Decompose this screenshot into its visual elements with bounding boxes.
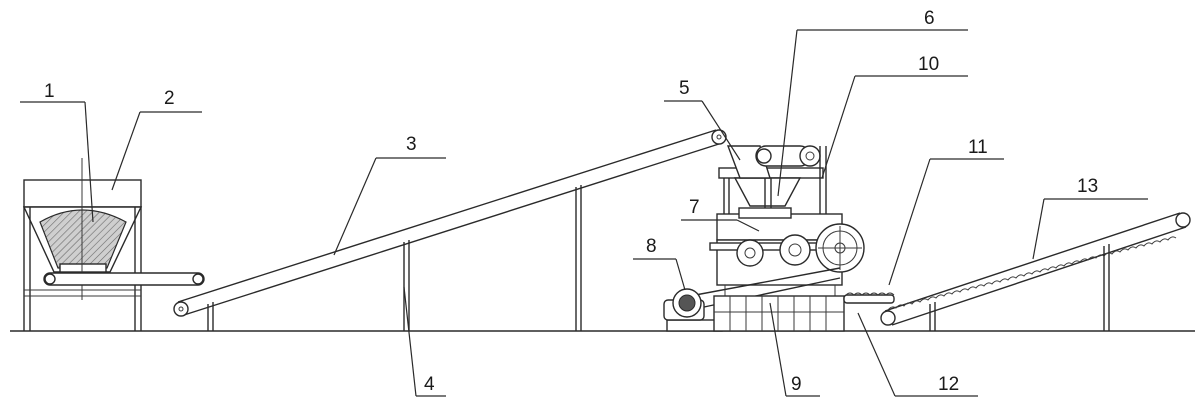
label-11: 11 <box>968 137 988 158</box>
label-13: 13 <box>1077 176 1098 197</box>
label-6: 6 <box>924 8 935 29</box>
label-9: 9 <box>791 374 802 395</box>
press-frame-base <box>713 295 845 332</box>
label-8: 8 <box>646 236 657 257</box>
label-12: 12 <box>938 374 959 395</box>
leader-lines <box>20 29 1148 397</box>
forced-feeder <box>718 145 827 214</box>
label-7: 7 <box>689 197 700 218</box>
drive-motor <box>663 288 723 332</box>
product-conveyor <box>880 212 1191 331</box>
label-3: 3 <box>406 134 417 155</box>
belt-feeder <box>43 272 205 286</box>
feed-hopper <box>22 158 143 331</box>
inclined-belt-conveyor <box>173 129 727 317</box>
briquette-press <box>689 207 865 311</box>
conveyor-supports <box>207 185 582 331</box>
label-4: 4 <box>424 374 435 395</box>
label-10: 10 <box>918 54 939 75</box>
label-5: 5 <box>679 78 690 99</box>
label-1: 1 <box>44 81 55 102</box>
label-2: 2 <box>164 88 175 109</box>
discharge-screen <box>843 292 895 304</box>
